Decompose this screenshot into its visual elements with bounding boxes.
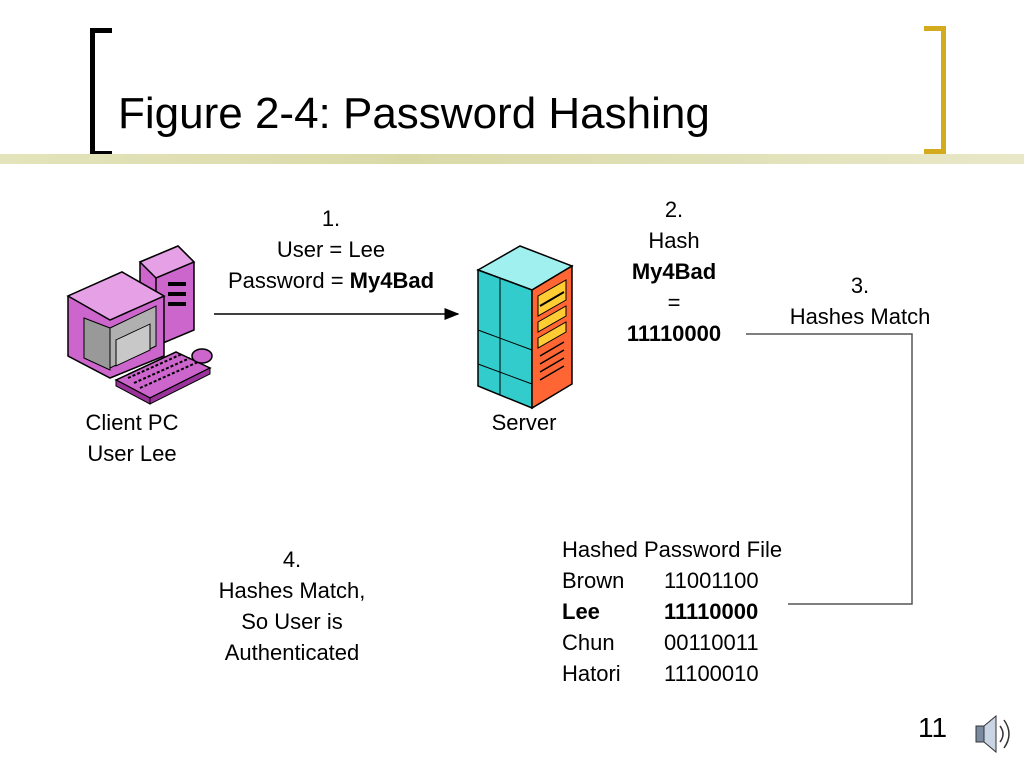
password-file-header: Hashed Password File	[562, 537, 783, 562]
row-username: Lee	[562, 599, 600, 624]
step2-hash-value: 11110000	[626, 321, 722, 346]
row-hash: 00110011	[664, 630, 759, 655]
page-title: Figure 2-4: Password Hashing	[118, 89, 710, 138]
speaker-sound-icon	[975, 714, 1010, 754]
password-file-table: Hashed Password File Brown 11001100 Lee …	[562, 534, 782, 689]
match-connector-line	[746, 333, 913, 605]
row-username: Chun	[562, 630, 615, 655]
row-username: Brown	[562, 568, 625, 593]
step4-text: 4. Hashes Match, So User is Authenticate…	[192, 544, 392, 668]
step2-number: 2.	[664, 197, 684, 222]
server-label: Server	[491, 410, 557, 435]
step2-text: 2. Hash My4Bad = 11110000	[608, 194, 740, 349]
row-hash: 11100010	[664, 661, 759, 686]
step2-line1: Hash	[648, 228, 700, 253]
right-bracket	[924, 26, 946, 154]
step1-password-value: My4Bad	[349, 268, 435, 293]
table-row: Brown 11001100	[562, 565, 782, 596]
table-row: Hatori 11100010	[562, 658, 782, 689]
step3-text: 3. Hashes Match	[770, 270, 950, 332]
desktop-computer-icon	[66, 245, 213, 405]
step2-line3: =	[667, 290, 681, 315]
step3-number: 3.	[850, 273, 870, 298]
left-bracket	[90, 28, 112, 156]
step3-label: Hashes Match	[789, 304, 931, 329]
step2-line2: My4Bad	[631, 259, 717, 284]
step1-password-prefix: Password =	[227, 268, 350, 293]
step1-user: User = Lee	[276, 237, 386, 262]
client-label-line2: User Lee	[87, 441, 177, 466]
step1-text: 1. User = Lee Password = My4Bad	[196, 203, 466, 296]
step4-line2: So User is	[241, 609, 343, 634]
table-row-highlighted: Lee 11110000	[562, 596, 782, 627]
client-label-line1: Client PC	[85, 410, 179, 435]
title-underline-bar	[0, 154, 1024, 164]
row-username: Hatori	[562, 661, 621, 686]
step1-number: 1.	[321, 206, 341, 231]
step1-password-line: Password = My4Bad	[196, 265, 466, 296]
row-hash: 11110000	[664, 599, 759, 624]
step4-line3: Authenticated	[224, 640, 360, 665]
step4-number: 4.	[282, 547, 302, 572]
slide-number: 11	[918, 712, 948, 743]
table-row: Chun 00110011	[562, 627, 782, 658]
server-tower-icon	[476, 245, 574, 410]
client-label: Client PC User Lee	[62, 407, 202, 469]
row-hash: 11001100	[664, 568, 759, 593]
step4-line1: Hashes Match,	[218, 578, 366, 603]
